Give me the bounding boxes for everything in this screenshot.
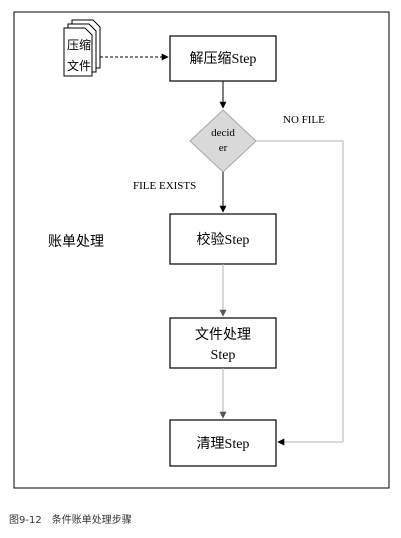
decider-label-line1: decid bbox=[211, 127, 235, 139]
figure-caption: 图9-12 条件账单处理步骤 bbox=[9, 515, 132, 526]
process-step-label-line2: Step bbox=[211, 348, 236, 363]
no-file-path-line bbox=[256, 140, 344, 442]
input-doc-label-line1: 压缩 bbox=[67, 37, 91, 52]
unzip-step-box bbox=[169, 35, 277, 82]
file-exists-label: FILE EXISTS bbox=[133, 180, 196, 192]
decider-diamond bbox=[189, 109, 257, 173]
cleanup-step-box bbox=[169, 419, 277, 467]
diagram-frame bbox=[13, 11, 390, 489]
no-file-label: NO FILE bbox=[283, 114, 325, 126]
process-step-box bbox=[169, 317, 277, 369]
input-document-stack-icon bbox=[63, 19, 101, 77]
verify-step-label: 校验Step bbox=[197, 231, 250, 248]
decider-label-line2: er bbox=[219, 142, 228, 154]
process-step-label-line1: 文件处理 bbox=[195, 327, 251, 343]
group-label: 账单处理 bbox=[48, 234, 104, 250]
input-doc-label-line2: 文件 bbox=[67, 58, 91, 73]
cleanup-step-label: 清理Step bbox=[197, 436, 250, 452]
unzip-step-label: 解压缩Step bbox=[190, 51, 257, 67]
